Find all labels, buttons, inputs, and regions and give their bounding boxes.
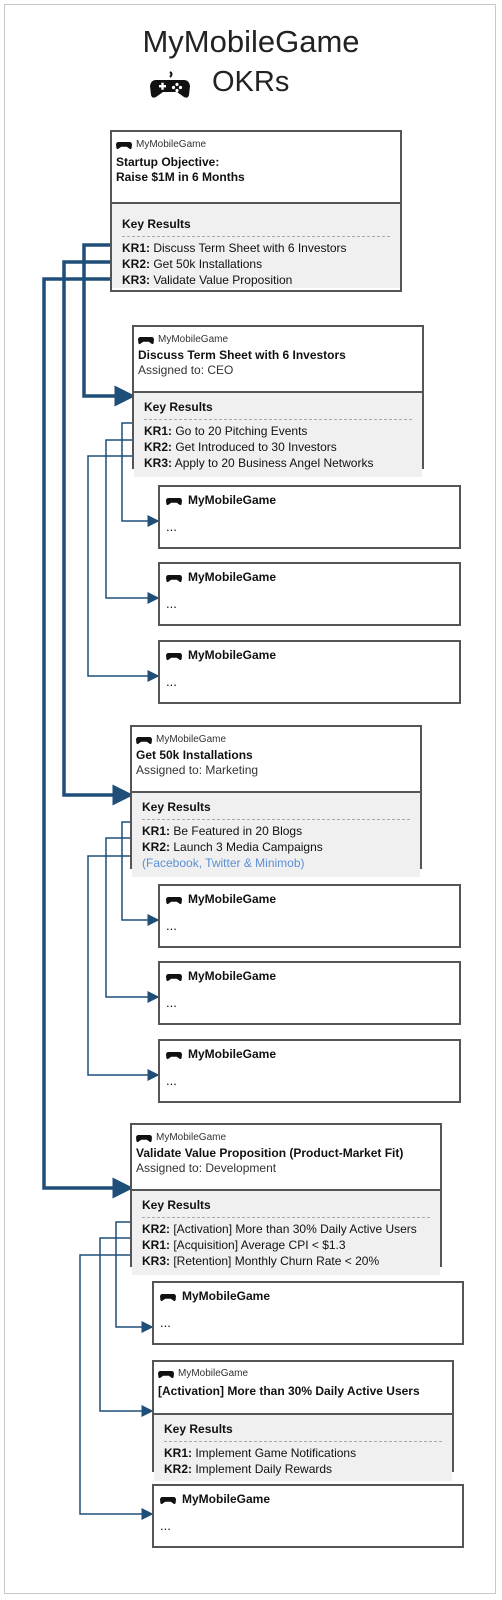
brand: MyMobileGame: [116, 138, 396, 150]
gamepad-icon: [166, 1052, 182, 1060]
leaf-card: MyMobileGame ...: [158, 562, 461, 626]
key-result: KR2: Implement Daily Rewards: [164, 1462, 333, 1476]
gamepad-icon: [150, 71, 190, 98]
gamepad-icon: [160, 1497, 176, 1505]
key-results-section: Key Results KR1: Implement Game Notifica…: [154, 1415, 452, 1481]
leaf-card: MyMobileGame ...: [152, 1484, 464, 1548]
key-results-heading: Key Results: [164, 1419, 442, 1442]
key-result: KR2: [Activation] More than 30% Daily Ac…: [142, 1222, 417, 1236]
key-result: KR3: Apply to 20 Business Angel Networks: [144, 456, 374, 470]
brand: MyMobileGame: [136, 733, 416, 745]
key-results-heading: Key Results: [142, 797, 410, 820]
objective-card-installations: MyMobileGame Get 50k Installations Assig…: [130, 725, 422, 877]
page-subtitle: OKRs: [212, 66, 290, 98]
gamepad-icon: [166, 897, 182, 905]
gamepad-icon: [166, 498, 182, 506]
key-result: KR3: Validate Value Proposition: [122, 273, 293, 287]
objective-card-value-proposition: MyMobileGame Validate Value Proposition …: [130, 1123, 442, 1275]
brand: MyMobileGame: [158, 1367, 448, 1379]
brand: MyMobileGame: [138, 333, 418, 345]
leaf-card: MyMobileGame ...: [152, 1281, 464, 1345]
leaf-card: MyMobileGame ...: [158, 1039, 461, 1103]
leaf-card: MyMobileGame ...: [158, 640, 461, 704]
key-results-section: Key Results KR2: [Activation] More than …: [132, 1191, 440, 1275]
gamepad-icon: [136, 737, 152, 745]
objective-title: Get 50k Installations: [136, 748, 253, 762]
root-objective-card: MyMobileGame Startup Objective: Raise $1…: [110, 130, 402, 292]
gamepad-icon: [138, 337, 154, 345]
key-results-section: Key Results KR1: Be Featured in 20 Blogs…: [132, 793, 420, 877]
diagram-frame: [4, 4, 496, 1594]
placeholder-text: ...: [166, 519, 177, 534]
gamepad-icon: [158, 1371, 174, 1379]
objective-title-line2: Raise $1M in 6 Months: [116, 170, 245, 184]
key-result: KR3: [Retention] Monthly Churn Rate < 20…: [142, 1254, 380, 1268]
key-result: KR1: Be Featured in 20 Blogs: [142, 824, 303, 838]
placeholder-text: ...: [166, 995, 177, 1010]
brand: MyMobileGame: [136, 1131, 436, 1143]
objective-title: Discuss Term Sheet with 6 Investors: [138, 348, 346, 362]
key-results-heading: Key Results: [122, 214, 390, 237]
objective-title: Validate Value Proposition (Product-Mark…: [136, 1146, 404, 1160]
key-results-heading: Key Results: [142, 1195, 430, 1218]
campaign-channels-note: (Facebook, Twitter & Minimob): [142, 856, 305, 870]
placeholder-text: ...: [160, 1518, 171, 1533]
key-results-section: Key Results KR1: Go to 20 Pitching Event…: [134, 393, 422, 477]
assigned-to: Assigned to: CEO: [138, 363, 234, 377]
key-result: KR1: [Acquisition] Average CPI < $1.3: [142, 1238, 346, 1252]
placeholder-text: ...: [166, 918, 177, 933]
gamepad-icon: [136, 1135, 152, 1143]
key-result: KR1: Go to 20 Pitching Events: [144, 424, 308, 438]
key-result: KR2: Get Introduced to 30 Investors: [144, 440, 337, 454]
gamepad-icon: [116, 142, 132, 150]
objective-title: Startup Objective:: [116, 155, 220, 169]
placeholder-text: ...: [166, 596, 177, 611]
key-results-heading: Key Results: [144, 397, 412, 420]
leaf-card: MyMobileGame ...: [158, 961, 461, 1025]
objective-card-investors: MyMobileGame Discuss Term Sheet with 6 I…: [132, 325, 424, 477]
leaf-card: MyMobileGame ...: [158, 884, 461, 948]
placeholder-text: ...: [160, 1315, 171, 1330]
objective-title: [Activation] More than 30% Daily Active …: [158, 1384, 420, 1398]
placeholder-text: ...: [166, 674, 177, 689]
gamepad-icon: [166, 575, 182, 583]
assigned-to: Assigned to: Marketing: [136, 763, 259, 777]
leaf-card: MyMobileGame ...: [158, 485, 461, 549]
gamepad-icon: [166, 974, 182, 982]
key-result: KR1: Discuss Term Sheet with 6 Investors: [122, 241, 347, 255]
page-title: MyMobileGame: [142, 24, 360, 59]
key-results-section: Key Results KR1: Discuss Term Sheet with…: [112, 204, 400, 288]
key-result: KR1: Implement Game Notifications: [164, 1446, 357, 1460]
sub-objective-card-activation: MyMobileGame [Activation] More than 30% …: [152, 1360, 454, 1481]
gamepad-icon: [166, 653, 182, 661]
key-result: KR2: Get 50k Installations: [122, 257, 263, 271]
key-result: KR2: Launch 3 Media Campaigns: [142, 840, 323, 854]
assigned-to: Assigned to: Development: [136, 1161, 277, 1175]
gamepad-icon: [160, 1294, 176, 1302]
placeholder-text: ...: [166, 1073, 177, 1088]
